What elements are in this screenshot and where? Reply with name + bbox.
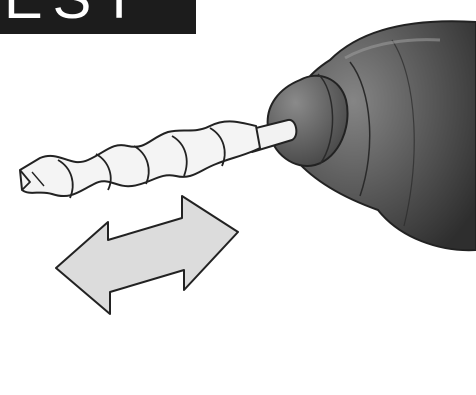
label-banner: EST	[0, 0, 196, 34]
label-text: EST	[4, 0, 147, 28]
drill-icon	[268, 21, 476, 250]
double-arrow-icon	[56, 196, 238, 314]
drill-bit-icon	[20, 120, 296, 198]
